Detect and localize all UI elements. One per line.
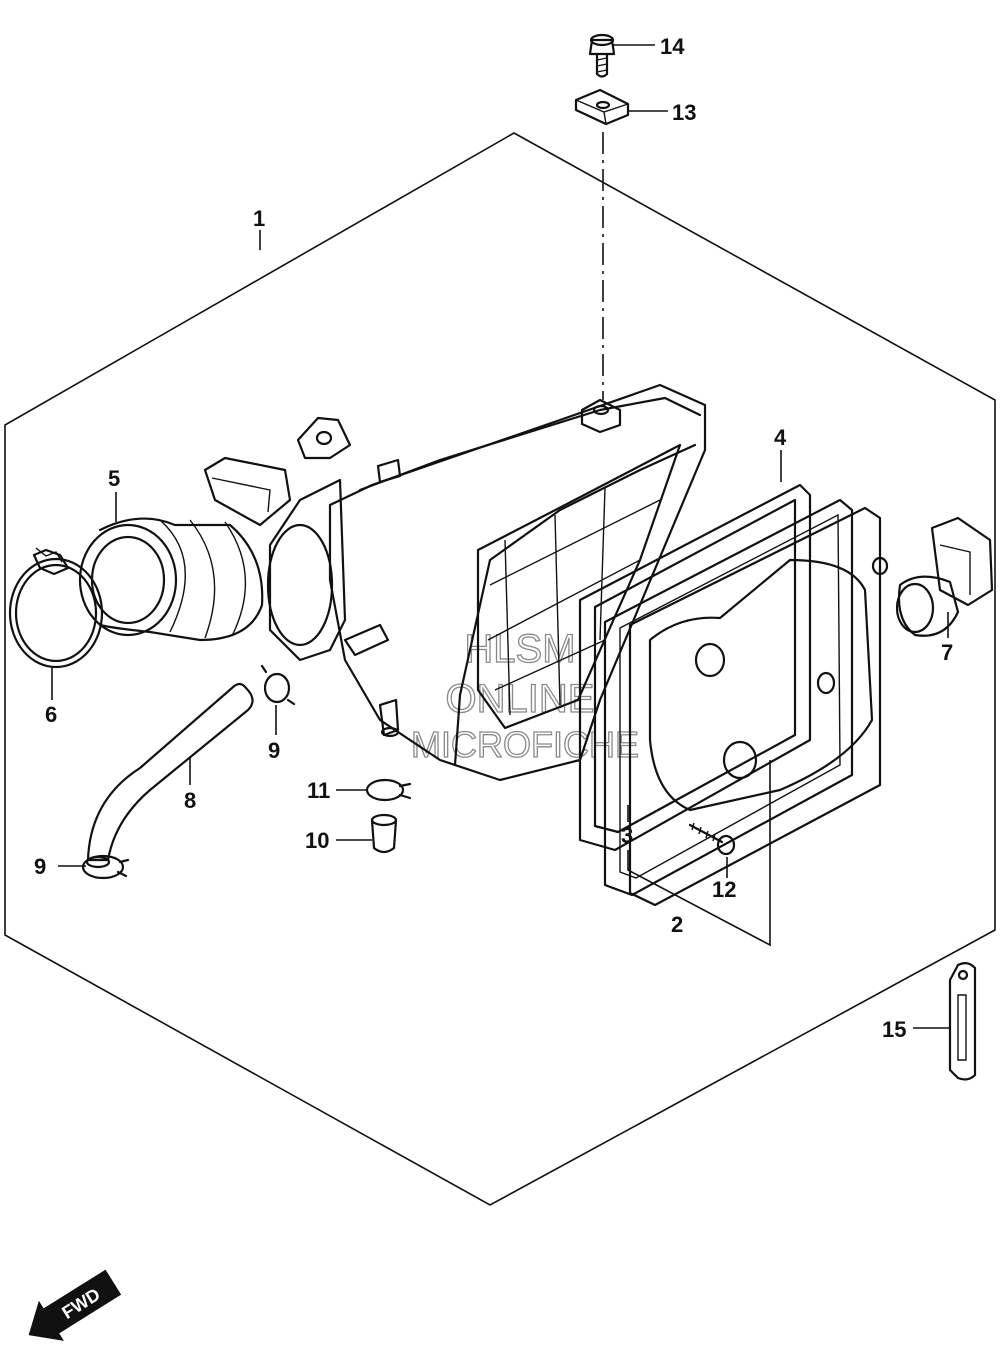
leader-lines [51, 44, 950, 1029]
part-3-seal[interactable] [603, 498, 854, 897]
callout-7[interactable]: 7 [941, 640, 953, 665]
part-8-drain-hose[interactable] [85, 682, 254, 869]
callout-9-upper[interactable]: 9 [268, 738, 280, 763]
watermark: HLSM ONLINE MICROFICHE [410, 626, 639, 765]
part-4-filter-element[interactable] [578, 483, 812, 852]
fwd-arrow: FWD [28, 1269, 122, 1341]
part-12-screw[interactable] [688, 822, 736, 856]
part-10-drain-cap[interactable] [370, 813, 398, 854]
callout-15[interactable]: 15 [882, 1017, 906, 1042]
watermark-line-3: MICROFICHE [411, 724, 639, 765]
part-13-clip-nut[interactable] [574, 88, 630, 126]
callout-2[interactable]: 2 [671, 912, 683, 937]
part-14-bolt[interactable] [588, 33, 616, 78]
callout-11[interactable]: 11 [307, 778, 330, 803]
callout-14[interactable]: 14 [660, 34, 685, 59]
part-6-hose-clamp[interactable] [8, 547, 104, 669]
watermark-line-2: ONLINE [446, 677, 595, 721]
part-1-air-cleaner-box[interactable] [203, 383, 707, 782]
callout-9-lower[interactable]: 9 [34, 854, 46, 879]
callout-3[interactable]: 3 [621, 823, 633, 848]
callout-6[interactable]: 6 [45, 702, 57, 727]
part-15-strap[interactable] [948, 961, 977, 1081]
callout-10[interactable]: 10 [305, 828, 329, 853]
part-2-cover[interactable] [628, 506, 889, 907]
callout-5[interactable]: 5 [108, 466, 120, 491]
callout-8[interactable]: 8 [184, 788, 196, 813]
part-9-clip-lower[interactable] [81, 854, 130, 880]
callout-13[interactable]: 13 [672, 100, 696, 125]
assembly-boundary [4, 132, 996, 1206]
callouts: 1 2 3 4 5 6 7 8 9 9 10 11 12 13 14 15 [34, 34, 953, 1042]
part-11-clamp[interactable] [365, 778, 412, 802]
fwd-arrow-shape [28, 1269, 122, 1341]
part-9-clip-upper[interactable] [260, 664, 296, 706]
callout-1[interactable]: 1 [253, 206, 265, 231]
part-7-outlet-tube[interactable] [895, 516, 994, 637]
callout-12[interactable]: 12 [712, 877, 736, 902]
callout-4[interactable]: 4 [774, 425, 787, 450]
part-5-intake-boot[interactable] [78, 517, 264, 642]
